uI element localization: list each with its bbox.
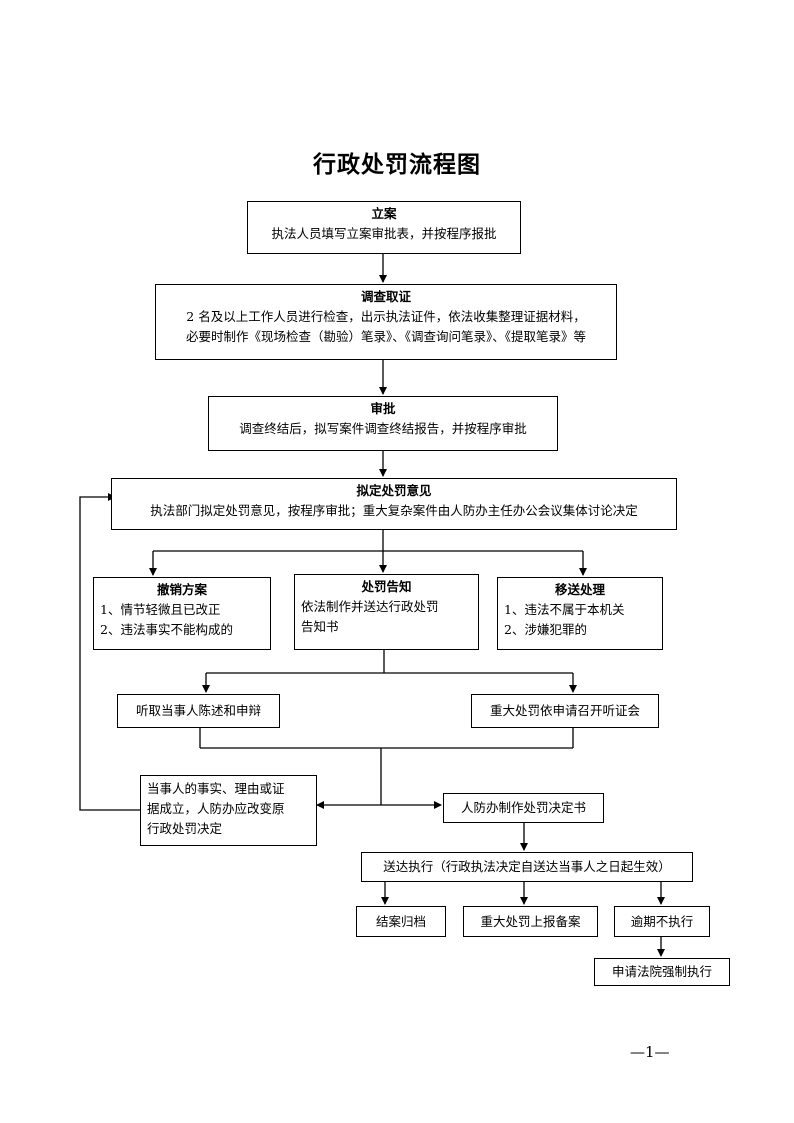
step-archive: 结案归档 <box>356 906 446 937</box>
step-investigation: 调查取证 2 名及以上工作人员进行检查，出示执法证件，依法收集整理证据材料， 必… <box>155 284 617 360</box>
step-change-line-3: 行政处罚决定 <box>147 821 223 836</box>
step-notice-line-1: 依法制作并送达行政处罚 <box>301 599 439 614</box>
step-revoke-head: 撤销方案 <box>156 582 207 597</box>
feedback-loop <box>79 496 140 811</box>
step-execute: 送达执行（行政执法决定自送达当事人之日起生效） <box>361 852 693 882</box>
step-change: 当事人的事实、理由或证 据成立，人防办应改变原 行政处罚决定 <box>140 775 317 846</box>
step-opinion-head: 拟定处罚意见 <box>356 483 432 498</box>
step-approval-line-1: 调查终结后，拟写案件调查终结报告，并按程序审批 <box>239 421 527 436</box>
step-decision: 人防办制作处罚决定书 <box>443 793 604 823</box>
step-revoke-line-2: 2、违法事实不能构成的 <box>100 622 233 637</box>
step-hearing: 重大处罚依申请召开听证会 <box>471 694 659 728</box>
step-transfer: 移送处理 1、违法不属于本机关 2、涉嫌犯罪的 <box>497 577 663 650</box>
step-court: 申请法院强制执行 <box>594 958 730 986</box>
step-investigation-line-2: 必要时制作《现场检查（勘验）笔录》、《调查询问笔录》、《提取笔录》等 <box>185 329 586 344</box>
step-statement: 听取当事人陈述和申辩 <box>117 694 280 728</box>
step-revoke-line-1: 1、情节轻微且已改正 <box>100 602 221 617</box>
step-investigation-head: 调查取证 <box>360 289 411 304</box>
diagram-title: 行政处罚流程图 <box>313 151 481 178</box>
step-filing-head: 立案 <box>371 206 397 221</box>
step-notice-head: 处罚告知 <box>361 579 412 594</box>
step-transfer-line-2: 2、涉嫌犯罪的 <box>504 622 587 637</box>
step-change-line-2: 据成立，人防办应改变原 <box>147 801 285 816</box>
step-opinion: 拟定处罚意见 执法部门拟定处罚意见，按程序审批；重大复杂案件由人防办主任办公会议… <box>111 478 677 530</box>
step-investigation-line-1: 2 名及以上工作人员进行检查，出示执法证件，依法收集整理证据材料， <box>186 309 586 324</box>
step-approval-head: 审批 <box>370 401 396 416</box>
step-revoke: 撤销方案 1、情节轻微且已改正 2、违法事实不能构成的 <box>93 577 271 650</box>
step-change-line-1: 当事人的事实、理由或证 <box>147 781 285 796</box>
step-notice: 处罚告知 依法制作并送达行政处罚 告知书 <box>294 574 479 650</box>
step-transfer-line-1: 1、违法不属于本机关 <box>504 602 625 617</box>
step-notice-line-2: 告知书 <box>301 619 339 634</box>
step-overdue: 逾期不执行 <box>614 906 710 937</box>
step-filing: 立案 执法人员填写立案审批表，并按程序报批 <box>247 201 521 254</box>
step-filing-line-1: 执法人员填写立案审批表，并按程序报批 <box>271 226 497 241</box>
page-number: —1— <box>630 1043 670 1061</box>
step-transfer-head: 移送处理 <box>554 582 605 597</box>
step-report: 重大处罚上报备案 <box>463 906 598 937</box>
step-opinion-line-1: 执法部门拟定处罚意见，按程序审批；重大复杂案件由人防办主任办公会议集体讨论决定 <box>150 503 638 518</box>
step-approval: 审批 调查终结后，拟写案件调查终结报告，并按程序审批 <box>208 396 558 451</box>
